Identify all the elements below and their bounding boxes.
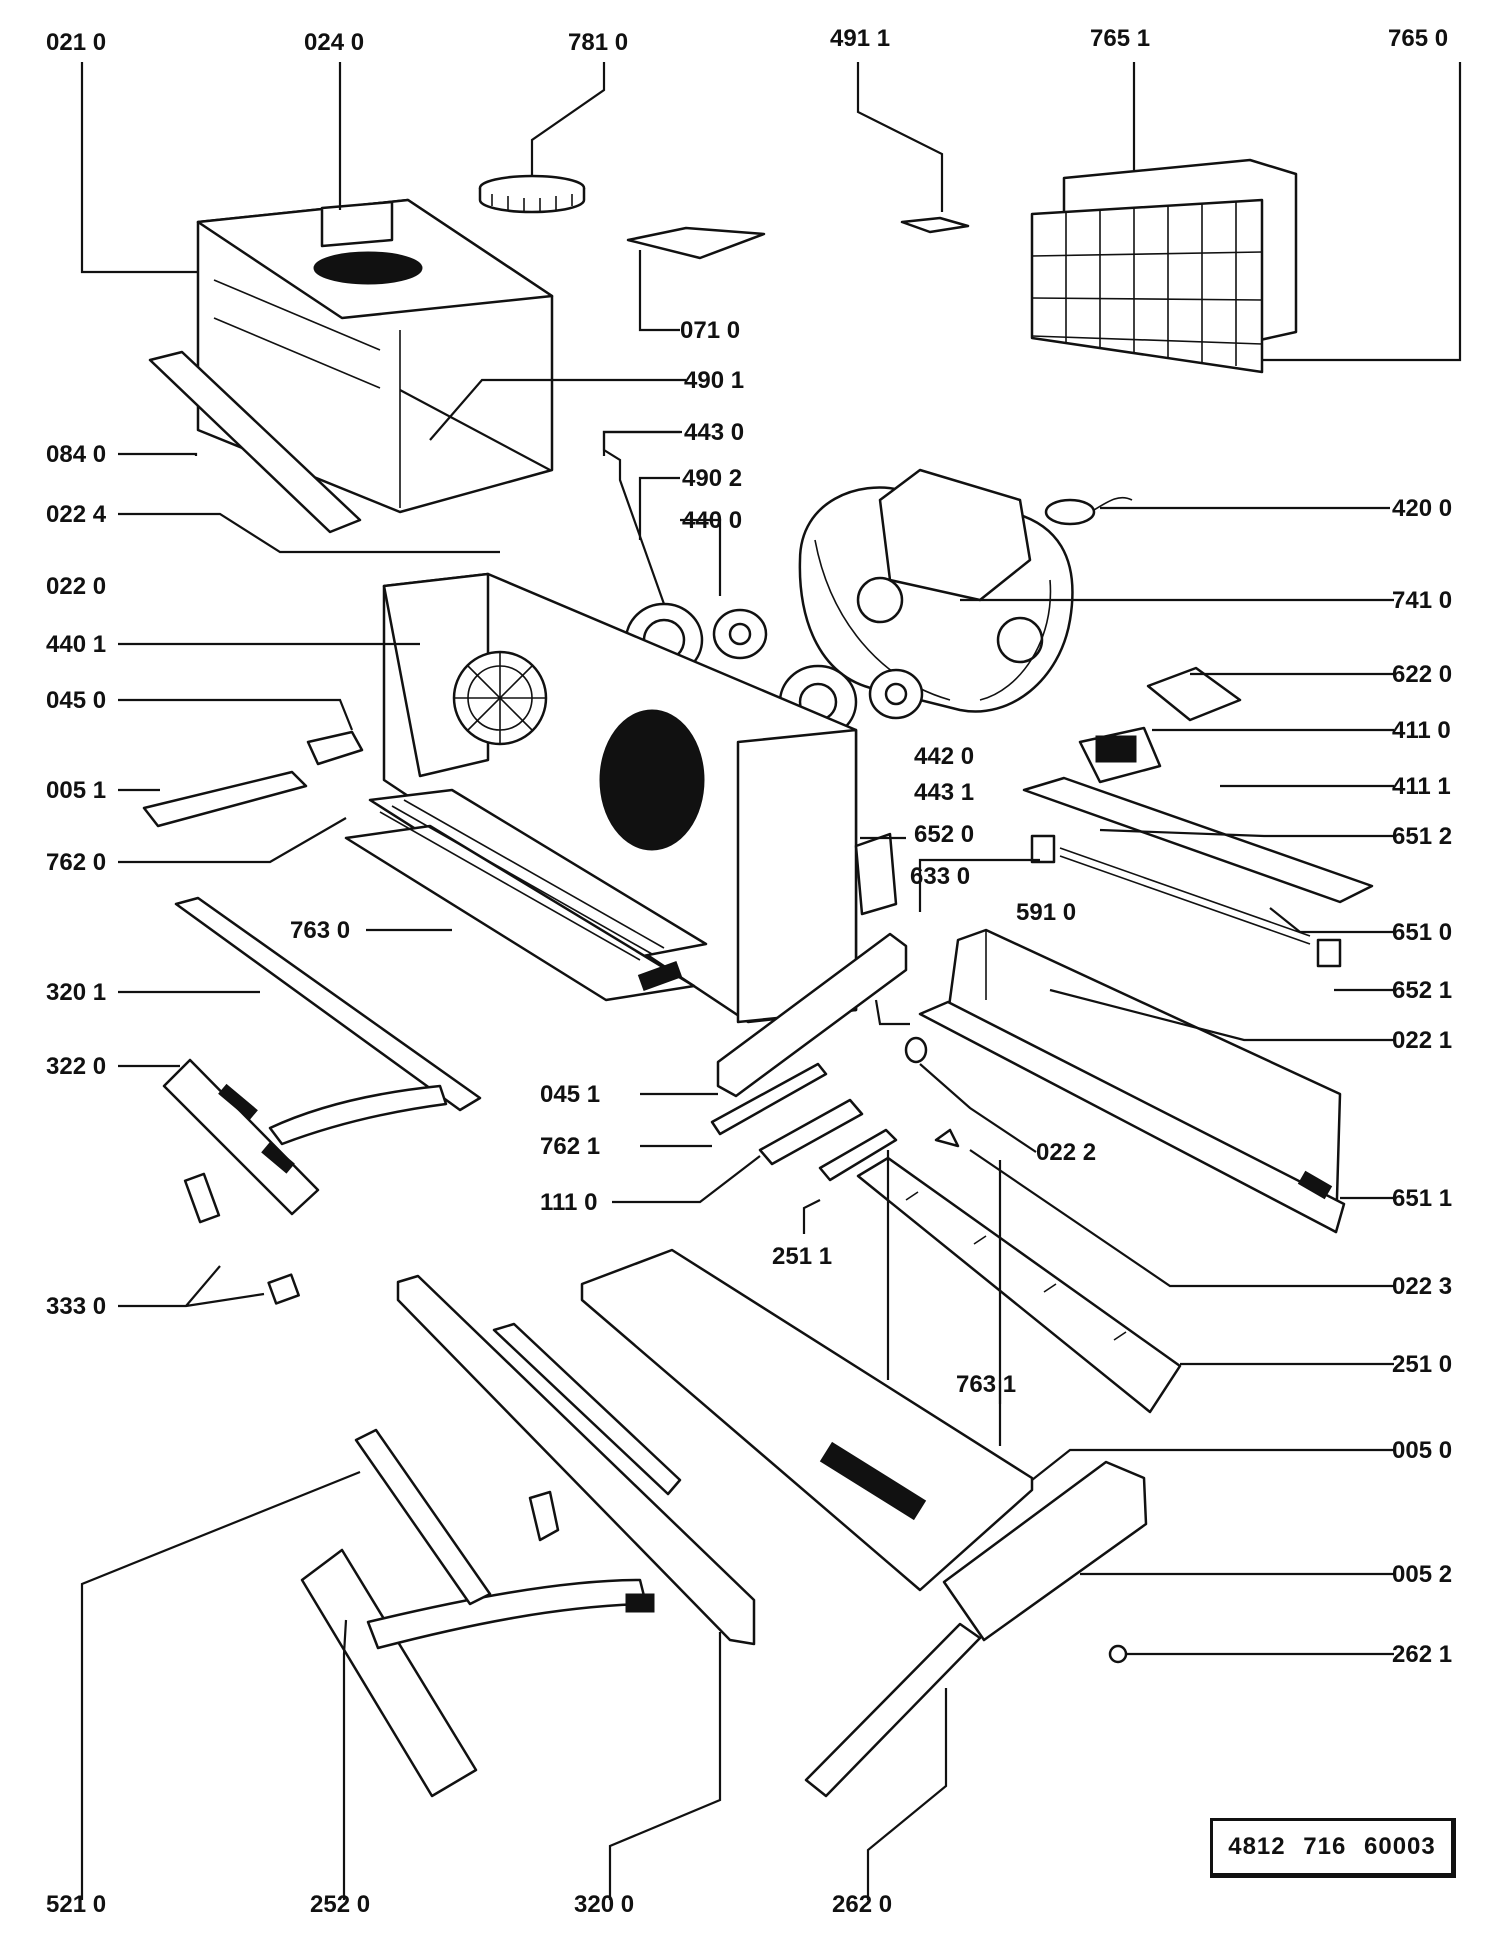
circuit-boards bbox=[1078, 666, 1242, 784]
label-071-0: 071 0 bbox=[680, 317, 740, 344]
label-490-1: 490 1 bbox=[684, 367, 744, 394]
label-633-0: 633 0 bbox=[910, 863, 970, 890]
label-022-0: 022 0 bbox=[46, 573, 106, 600]
label-491-1: 491 1 bbox=[830, 25, 890, 52]
part-labels: 021 0 024 0 781 0 491 1 765 1 765 0 071 … bbox=[46, 25, 1452, 1918]
label-322-0: 322 0 bbox=[46, 1053, 106, 1080]
label-521-0: 521 0 bbox=[46, 1891, 106, 1918]
label-651-1: 651 1 bbox=[1392, 1185, 1452, 1212]
label-262-1: 262 1 bbox=[1392, 1641, 1452, 1668]
small-slider-b bbox=[267, 1273, 300, 1305]
slide-rail bbox=[804, 1622, 982, 1798]
label-781-0: 781 0 bbox=[568, 29, 628, 56]
drawing-code: 4812 716 60003 bbox=[1228, 1833, 1436, 1860]
label-440-1: 440 1 bbox=[46, 631, 106, 658]
label-022-1: 022 1 bbox=[1392, 1027, 1452, 1054]
center-rails bbox=[710, 932, 908, 1182]
label-005-2: 005 2 bbox=[1392, 1561, 1452, 1588]
label-022-2: 022 2 bbox=[1036, 1139, 1096, 1166]
lamp-holder bbox=[1044, 496, 1133, 526]
hood-housing bbox=[148, 198, 554, 534]
label-651-0: 651 0 bbox=[1392, 919, 1452, 946]
label-443-1: 443 1 bbox=[914, 779, 974, 806]
screw bbox=[1108, 1644, 1128, 1664]
label-005-1: 005 1 bbox=[46, 777, 106, 804]
label-763-0: 763 0 bbox=[290, 917, 350, 944]
small-clip-b bbox=[934, 1128, 960, 1148]
label-765-0: 765 0 bbox=[1388, 25, 1448, 52]
label-024-0: 024 0 bbox=[304, 29, 364, 56]
label-045-1: 045 1 bbox=[540, 1081, 600, 1108]
label-440-0: 440 0 bbox=[682, 507, 742, 534]
label-411-1: 411 1 bbox=[1392, 773, 1451, 800]
fan-motor-assembly bbox=[798, 468, 1074, 713]
left-small-rail bbox=[142, 770, 308, 828]
grease-filters bbox=[1030, 158, 1298, 374]
ring-part bbox=[478, 174, 586, 214]
switch-block bbox=[854, 832, 898, 916]
label-762-0: 762 0 bbox=[46, 849, 106, 876]
small-slider-a bbox=[183, 1172, 221, 1224]
label-252-0: 252 0 bbox=[310, 1891, 370, 1918]
small-clip bbox=[900, 216, 970, 234]
drawing-code-box: 4812 716 60003 bbox=[1210, 1818, 1456, 1878]
label-045-0: 045 0 bbox=[46, 687, 106, 714]
label-111-0: 111 0 bbox=[540, 1189, 597, 1216]
front-filter-slide bbox=[580, 1248, 1034, 1592]
label-652-1: 652 1 bbox=[1392, 977, 1452, 1004]
left-arm-assembly bbox=[162, 896, 482, 1216]
glass-panel bbox=[856, 1156, 1182, 1414]
label-084-0: 084 0 bbox=[46, 441, 106, 468]
bottom-arm-assembly bbox=[300, 1274, 756, 1798]
label-005-0: 005 0 bbox=[1392, 1437, 1452, 1464]
label-591-0: 591 0 bbox=[1016, 899, 1076, 926]
small-roller bbox=[904, 1036, 928, 1064]
front-trim bbox=[942, 1460, 1148, 1642]
light-channel bbox=[1022, 776, 1374, 968]
grille-and-filter bbox=[344, 788, 708, 1002]
front-channels bbox=[918, 928, 1346, 1234]
label-762-1: 762 1 bbox=[540, 1133, 600, 1160]
label-443-0: 443 0 bbox=[684, 419, 744, 446]
label-022-3: 022 3 bbox=[1392, 1273, 1452, 1300]
label-763-1: 763 1 bbox=[956, 1371, 1016, 1398]
label-251-1: 251 1 bbox=[772, 1243, 832, 1270]
label-022-4: 022 4 bbox=[46, 501, 107, 528]
label-765-1: 765 1 bbox=[1090, 25, 1150, 52]
label-333-0: 333 0 bbox=[46, 1293, 106, 1320]
main-body-panel bbox=[382, 572, 858, 1024]
label-741-0: 741 0 bbox=[1392, 587, 1452, 614]
parts-artwork bbox=[142, 158, 1374, 1798]
label-652-0: 652 0 bbox=[914, 821, 974, 848]
label-411-0: 411 0 bbox=[1392, 717, 1451, 744]
label-320-1: 320 1 bbox=[46, 979, 106, 1006]
label-251-0: 251 0 bbox=[1392, 1351, 1452, 1378]
leader-lines bbox=[80, 62, 1462, 1900]
label-490-2: 490 2 bbox=[682, 465, 742, 492]
label-420-0: 420 0 bbox=[1392, 495, 1452, 522]
label-021-0: 021 0 bbox=[46, 29, 106, 56]
label-262-0: 262 0 bbox=[832, 1891, 892, 1918]
label-651-2: 651 2 bbox=[1392, 823, 1452, 850]
label-320-0: 320 0 bbox=[574, 1891, 634, 1918]
mount-plate bbox=[626, 226, 766, 260]
label-622-0: 622 0 bbox=[1392, 661, 1452, 688]
label-442-0: 442 0 bbox=[914, 743, 974, 770]
left-bracket bbox=[306, 730, 364, 766]
